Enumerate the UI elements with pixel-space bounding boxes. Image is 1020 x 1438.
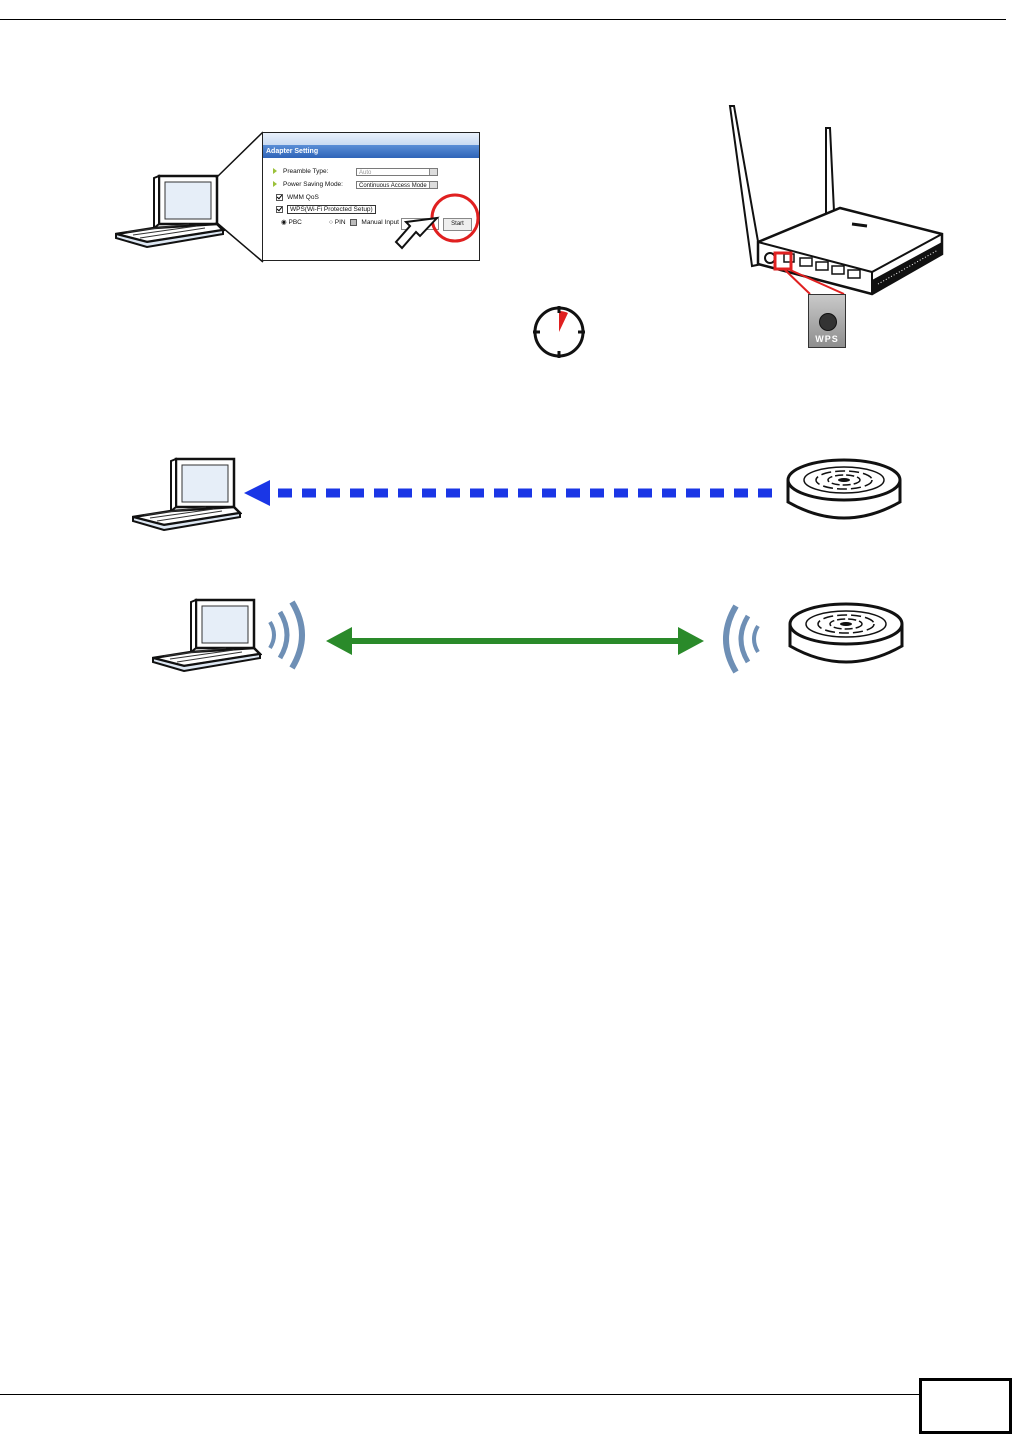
- negotiation-arrow: [240, 478, 776, 508]
- wmm-row[interactable]: WMM QoS: [276, 193, 319, 203]
- wps-button-badge: WPS: [808, 294, 846, 348]
- laptop-icon: [113, 172, 225, 248]
- page-number-box: [919, 1378, 1012, 1434]
- bullet-arrow-icon: [273, 168, 277, 174]
- wps-row[interactable]: WPS(Wi-Fi Protected Setup): [276, 205, 376, 215]
- power-row: Power Saving Mode:: [273, 180, 343, 190]
- pbc-radio[interactable]: ◉ PBC: [281, 218, 302, 228]
- preamble-label: Preamble Type:: [283, 168, 328, 175]
- pbc-label: PBC: [288, 219, 301, 226]
- panel-title: Adapter Setting: [263, 145, 479, 158]
- pin-label: PIN: [335, 219, 346, 226]
- footer-rule: [0, 1394, 919, 1395]
- callout-lines: [210, 130, 270, 265]
- timer-icon: [531, 304, 587, 360]
- laptop-icon: [130, 455, 242, 531]
- checkbox-icon[interactable]: [276, 206, 283, 213]
- panel-topbar: [263, 133, 479, 145]
- access-point-icon: [786, 602, 906, 668]
- wps-label: WPS(Wi-Fi Protected Setup): [287, 205, 376, 214]
- radio-selected-icon: ◉: [281, 219, 287, 226]
- wps-badge-label: WPS: [809, 334, 845, 344]
- bullet-arrow-icon: [273, 181, 277, 187]
- checkbox-icon[interactable]: [350, 219, 357, 226]
- access-point-icon: [784, 458, 904, 524]
- power-label: Power Saving Mode:: [283, 181, 343, 188]
- wmm-label: WMM QoS: [287, 194, 319, 201]
- pin-radio[interactable]: ○ PIN Manual Input: [329, 218, 399, 228]
- wps-button-dot: [819, 313, 837, 331]
- laptop-icon: [150, 596, 262, 672]
- pointer-cursor-icon: [396, 218, 437, 248]
- preamble-row: Preamble Type:: [273, 167, 328, 177]
- connection-arrow: [322, 625, 708, 657]
- checkbox-icon[interactable]: [276, 194, 283, 201]
- dropdown-icon: [429, 169, 437, 175]
- radio-icon: ○: [329, 219, 333, 226]
- preamble-value: Auto: [359, 170, 371, 176]
- wireless-waves-icon: [264, 600, 314, 670]
- start-highlight: [390, 188, 486, 260]
- preamble-select[interactable]: Auto: [356, 168, 438, 176]
- router-icon: [722, 104, 952, 304]
- header-rule: [0, 19, 1006, 20]
- wireless-waves-icon: [714, 604, 764, 674]
